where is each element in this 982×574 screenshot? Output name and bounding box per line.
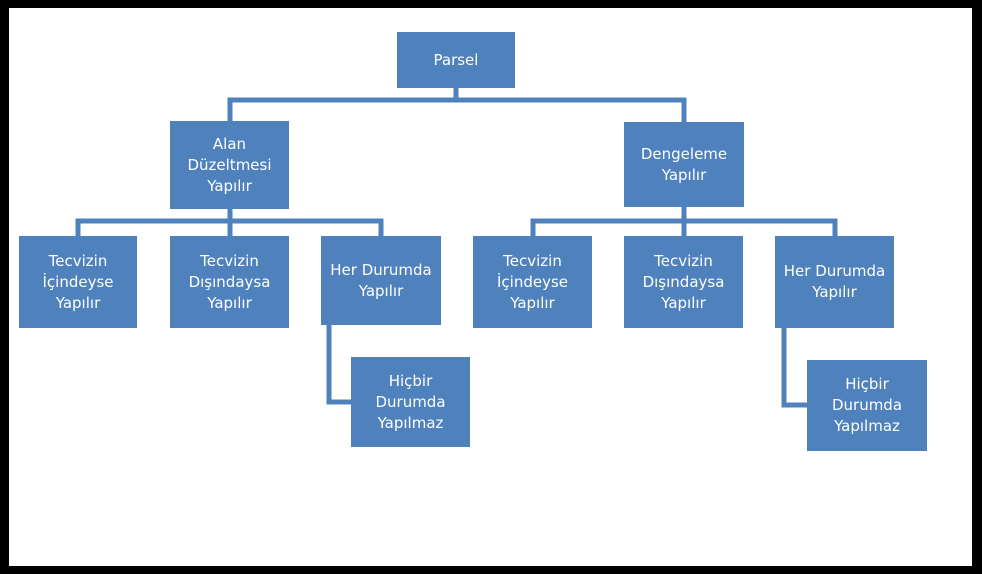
node-alan-duzeltmesi: Alan Düzeltmesi Yapılır: [170, 121, 289, 209]
node-right-hicbir-durumda: Hiçbir Durumda Yapılmaz: [807, 360, 927, 451]
conn-right-sub-elbow: [781, 325, 810, 408]
node-right-her-durumda: Her Durumda Yapılır: [775, 236, 894, 328]
node-right-tecvizin-icindeyse: Tecvizin İçindeyse Yapılır: [473, 236, 592, 328]
node-left-hicbir-durumda: Hiçbir Durumda Yapılmaz: [351, 357, 470, 447]
node-left-her-durumda: Her Durumda Yapılır: [321, 236, 441, 325]
conn-left-sub-elbow: [326, 322, 354, 405]
node-parsel: Parsel: [397, 32, 515, 88]
node-left-tecvizin-disindaysa: Tecvizin Dışındaysa Yapılır: [170, 236, 289, 328]
connector-lines: [75, 85, 838, 408]
node-right-tecvizin-disindaysa: Tecvizin Dışındaysa Yapılır: [624, 236, 743, 328]
node-left-tecvizin-icindeyse: Tecvizin İçindeyse Yapılır: [19, 236, 137, 328]
node-dengeleme: Dengeleme Yapılır: [624, 122, 744, 207]
diagram-canvas: Parsel Alan Düzeltmesi Yapılır Dengeleme…: [9, 8, 972, 566]
